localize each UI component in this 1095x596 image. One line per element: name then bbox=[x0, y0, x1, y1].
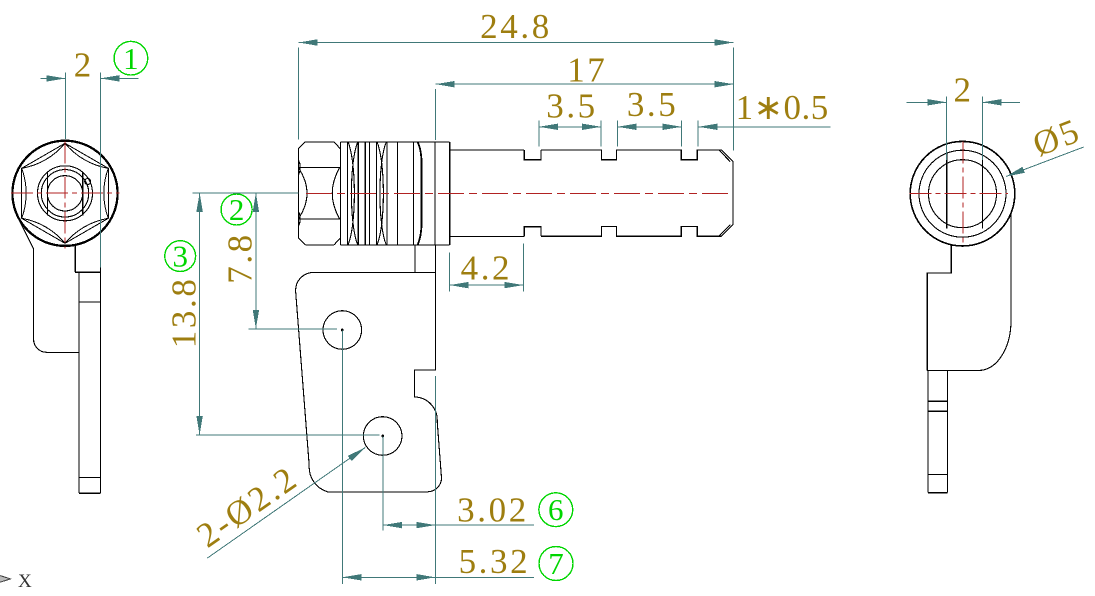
svg-text:17: 17 bbox=[567, 51, 607, 90]
svg-text:7: 7 bbox=[548, 546, 564, 581]
svg-text:2: 2 bbox=[953, 71, 973, 110]
svg-text:3.02: 3.02 bbox=[457, 490, 529, 529]
svg-text:3: 3 bbox=[172, 239, 188, 274]
svg-text:6: 6 bbox=[548, 492, 564, 527]
svg-text:7.8: 7.8 bbox=[221, 232, 260, 284]
svg-text:2: 2 bbox=[74, 46, 94, 85]
svg-text:4.2: 4.2 bbox=[461, 249, 513, 288]
svg-text:X: X bbox=[18, 571, 32, 592]
svg-text:1∗0.5: 1∗0.5 bbox=[736, 88, 829, 127]
svg-text:5.32: 5.32 bbox=[459, 542, 531, 581]
svg-text:2: 2 bbox=[229, 192, 245, 227]
svg-text:24.8: 24.8 bbox=[480, 7, 552, 46]
svg-text:3.5: 3.5 bbox=[627, 85, 679, 124]
svg-text:1: 1 bbox=[123, 41, 139, 76]
svg-text:13.8: 13.8 bbox=[165, 277, 204, 349]
svg-text:3.5: 3.5 bbox=[546, 87, 598, 126]
